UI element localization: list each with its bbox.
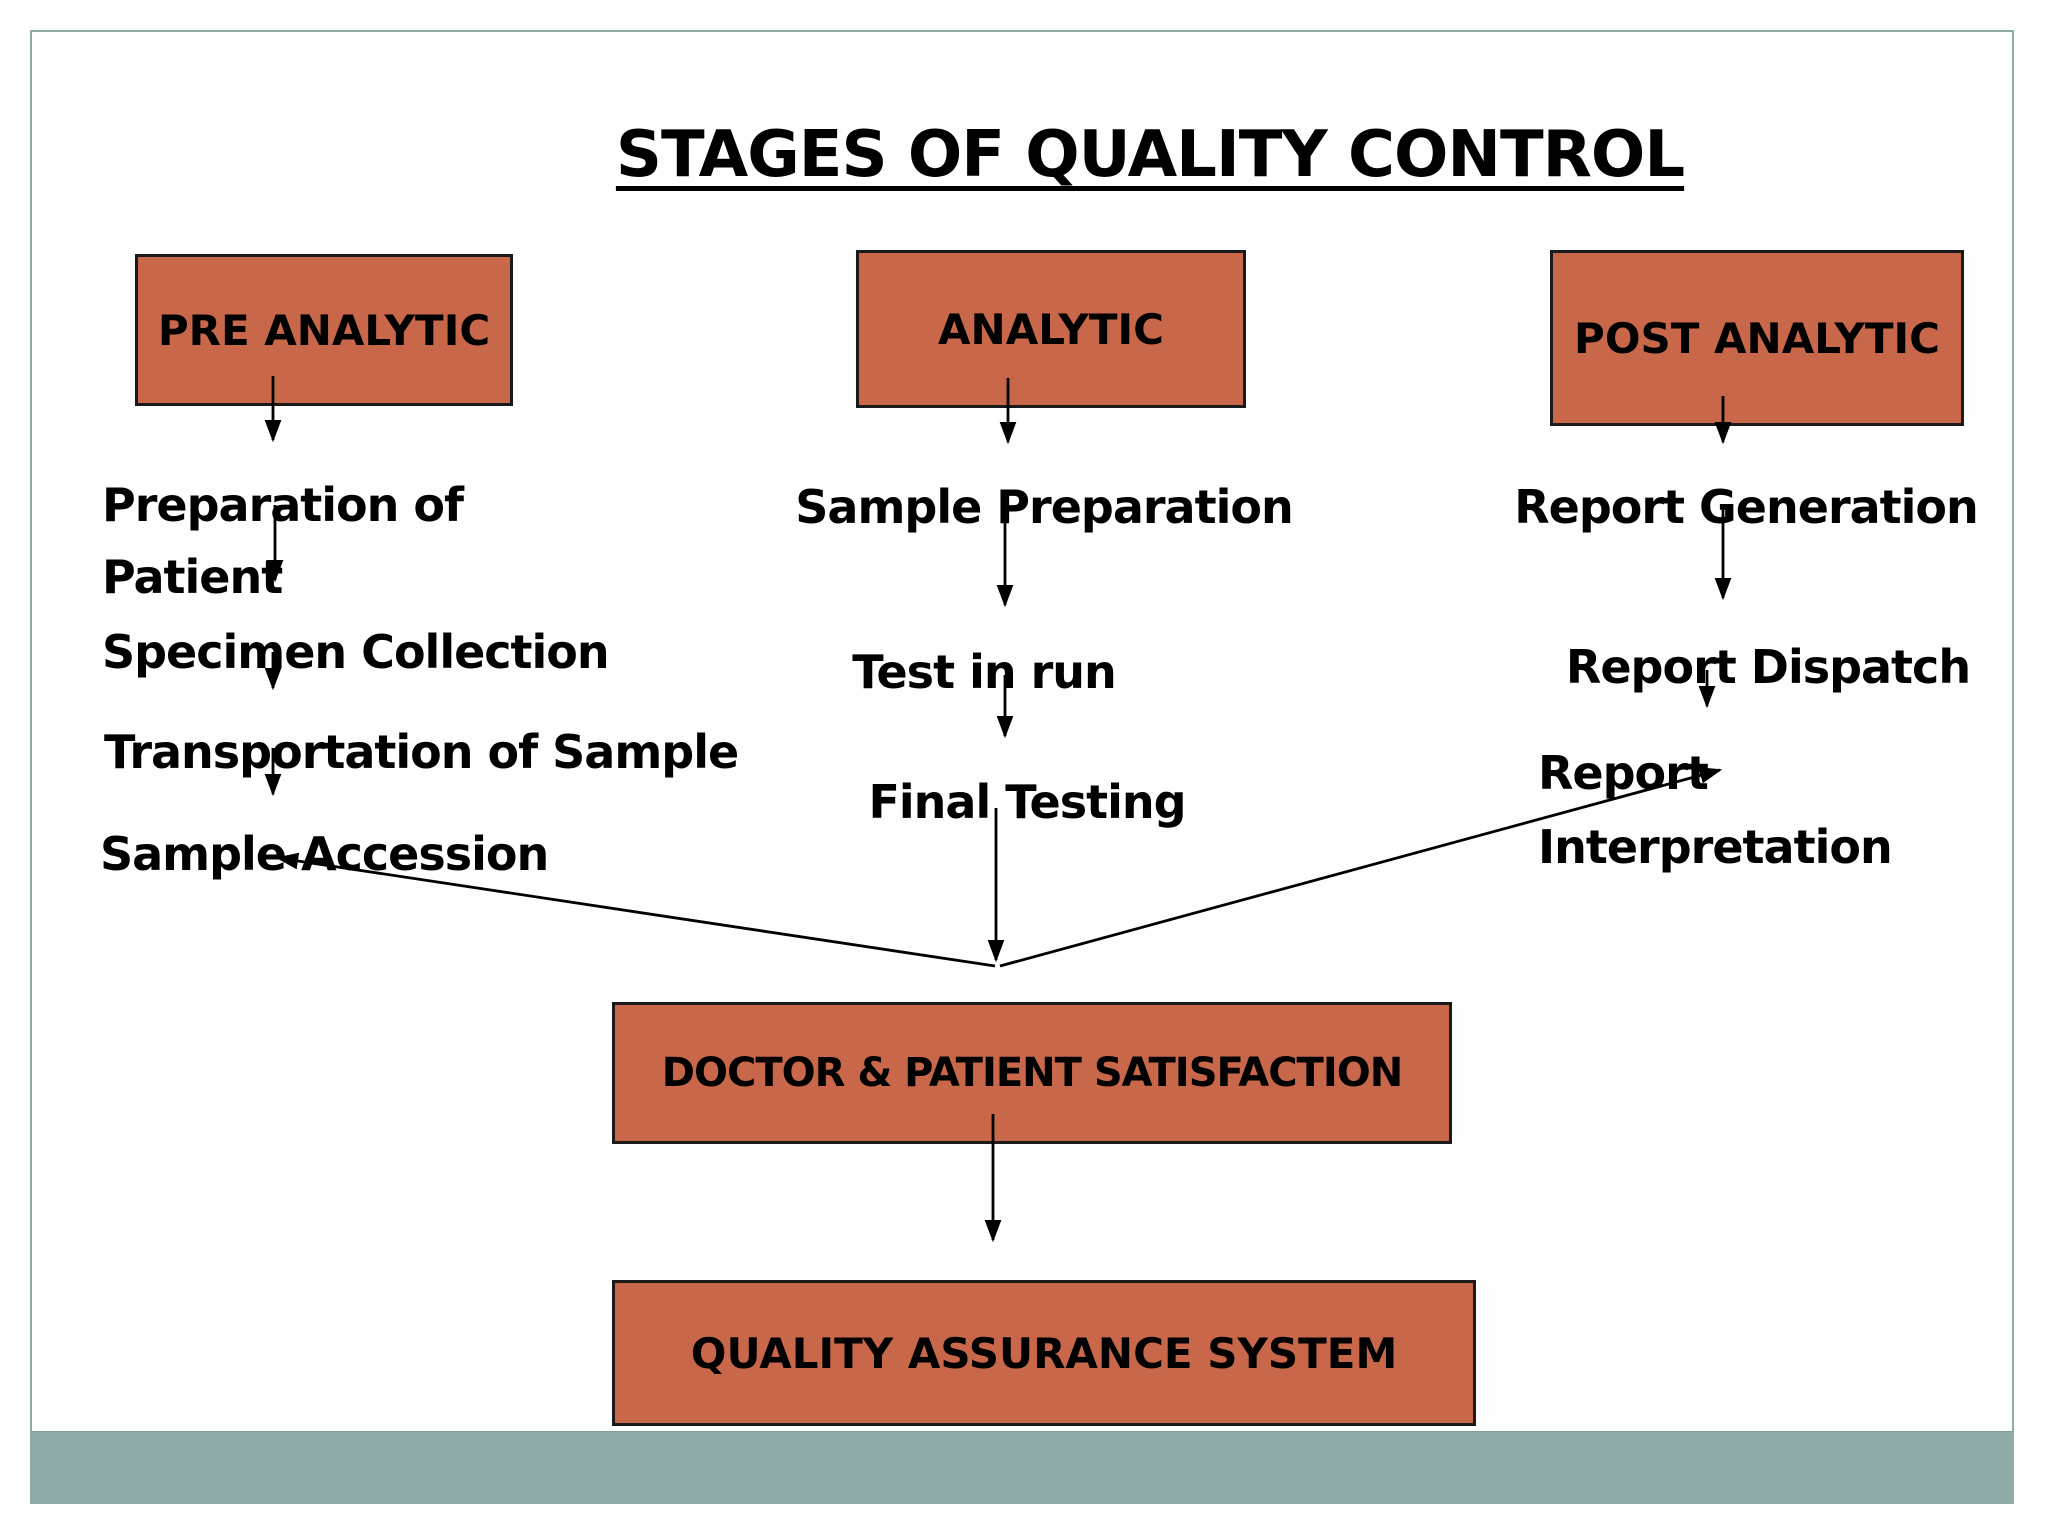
stage-box-pre-analytic: PRE ANALYTIC bbox=[135, 254, 513, 406]
stage-box-post-analytic: POST ANALYTIC bbox=[1550, 250, 1964, 426]
step-report-dispatch: Report Dispatch bbox=[1565, 640, 1971, 694]
step-report-interpretation-line1: Report bbox=[1538, 746, 1709, 800]
footer-band bbox=[32, 1431, 2012, 1502]
step-preparation-of-patient-line2: Patient bbox=[102, 550, 283, 604]
step-preparation-of-patient-line1: Preparation of bbox=[102, 478, 464, 532]
outcome-box-doctor-patient-satisfaction-label: DOCTOR & PATIENT SATISFACTION bbox=[661, 1050, 1403, 1096]
step-final-testing: Final Testing bbox=[868, 775, 1186, 829]
outcome-box-doctor-patient-satisfaction: DOCTOR & PATIENT SATISFACTION bbox=[612, 1002, 1452, 1144]
stage-box-analytic: ANALYTIC bbox=[856, 250, 1246, 408]
stage-box-post-analytic-label: POST ANALYTIC bbox=[1574, 313, 1940, 363]
page-title: STAGES OF QUALITY CONTROL bbox=[615, 118, 1685, 192]
step-report-interpretation-line2: Interpretation bbox=[1538, 820, 1893, 874]
stage-box-analytic-label: ANALYTIC bbox=[938, 304, 1164, 354]
step-transportation-of-sample: Transportation of Sample bbox=[104, 725, 739, 779]
stage-box-pre-analytic-label: PRE ANALYTIC bbox=[157, 305, 491, 355]
step-sample-preparation: Sample Preparation bbox=[795, 480, 1293, 534]
slide-canvas: STAGES OF QUALITY CONTROL PRE ANALYTIC A… bbox=[30, 30, 2014, 1504]
step-report-generation: Report Generation bbox=[1514, 480, 1979, 534]
step-sample-accession: Sample Accession bbox=[100, 827, 549, 881]
step-specimen-collection: Specimen Collection bbox=[102, 625, 610, 679]
outcome-box-quality-assurance-system-label: QUALITY ASSURANCE SYSTEM bbox=[690, 1328, 1398, 1378]
step-test-in-run: Test in run bbox=[852, 645, 1117, 699]
outcome-box-quality-assurance-system: QUALITY ASSURANCE SYSTEM bbox=[612, 1280, 1476, 1426]
